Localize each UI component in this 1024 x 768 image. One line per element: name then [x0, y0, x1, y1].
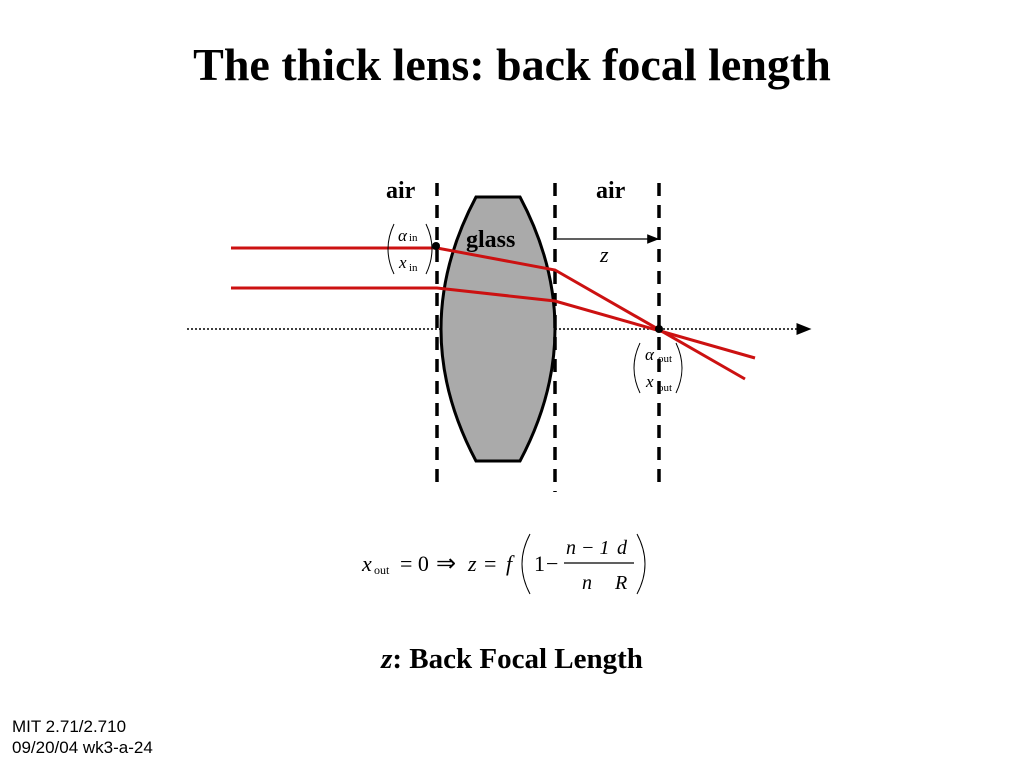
eq-x-out-sub: out	[374, 563, 390, 577]
caption: z: Back Focal Length	[0, 643, 1024, 676]
output-ray-vector: α out x out	[633, 342, 683, 394]
eq-z: z	[467, 551, 477, 576]
eq-den-n: n	[582, 572, 592, 594]
page-title: The thick lens: back focal length	[193, 39, 831, 90]
alpha-out-symbol: α	[645, 345, 655, 364]
air-label-right: air	[596, 178, 626, 204]
ray-upper	[231, 246, 746, 381]
eq-num-d: d	[617, 537, 628, 559]
eq-minus: −	[546, 551, 558, 576]
caption-text: : Back Focal Length	[392, 643, 643, 675]
caption-variable: z	[381, 643, 393, 675]
footer-course: MIT 2.71/2.710	[12, 717, 127, 736]
eq-equals: =	[484, 551, 496, 576]
air-label-left: air	[386, 178, 416, 204]
eq-f: f	[506, 551, 515, 576]
eq-equals-zero: = 0	[400, 551, 429, 576]
eq-implies: ⇒	[436, 551, 456, 577]
eq-den-R: R	[614, 572, 627, 594]
input-point	[432, 242, 440, 250]
input-ray-vector: α in x in	[387, 223, 433, 275]
ray-lower	[231, 286, 756, 360]
eq-one: 1	[534, 551, 545, 576]
z-label: z	[599, 242, 609, 267]
footer-slide-id: 09/20/04 wk3-a-24	[12, 738, 153, 757]
light-rays	[231, 246, 756, 381]
x-out-subscript: out	[658, 382, 672, 394]
eq-x-out: x	[361, 551, 372, 576]
alpha-out-subscript: out	[658, 353, 672, 365]
focal-point	[655, 325, 663, 333]
focal-length-equation: x out = 0 ⇒ z = f 1 − n − 1 n d R	[361, 533, 646, 595]
footer: MIT 2.71/2.710 09/20/04 wk3-a-24	[12, 716, 153, 758]
x-out-symbol: x	[645, 372, 654, 391]
x-in-symbol: x	[398, 253, 407, 272]
glass-label: glass	[466, 227, 515, 253]
eq-num-n-minus-1: n − 1	[566, 537, 610, 559]
alpha-in-symbol: α	[398, 226, 408, 245]
x-in-subscript: in	[409, 262, 418, 274]
alpha-in-subscript: in	[409, 232, 418, 244]
